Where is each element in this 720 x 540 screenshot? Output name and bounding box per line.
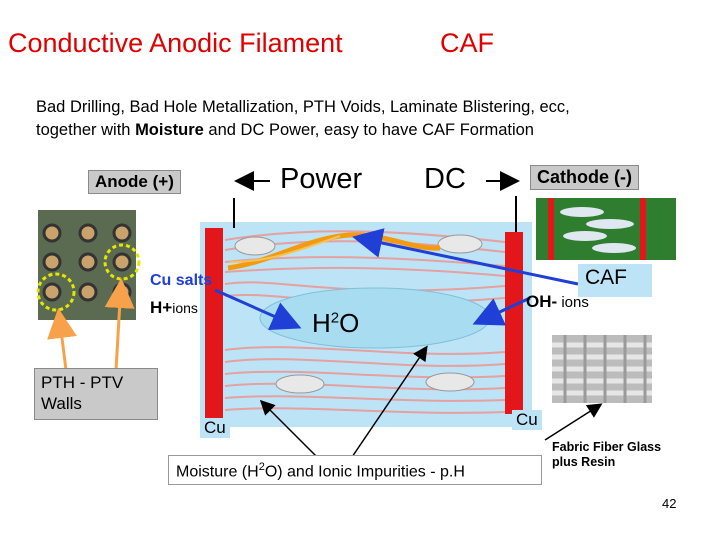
water-label: H2O (312, 308, 359, 339)
via-hole (78, 223, 98, 243)
pth-box (34, 368, 158, 420)
fiber-bundle (437, 234, 483, 254)
water-o: O (339, 308, 360, 338)
moisture-box (168, 455, 542, 485)
page-number: 42 (662, 496, 677, 511)
pth-line1: PTH - PTV (41, 373, 124, 392)
moisture-b: O) and Ionic Impurities - p.H (264, 463, 465, 481)
oh-arrow (472, 296, 531, 326)
moisture-arrow-1 (259, 399, 321, 461)
water-droplet (259, 287, 491, 349)
fabric-arrow (544, 403, 603, 441)
fabric-line2: plus Resin (552, 455, 616, 469)
cathode-label: Cathode (-) (530, 165, 639, 190)
cathode-image (536, 198, 676, 260)
via-hole (78, 282, 98, 302)
moisture-sub: 2 (258, 461, 265, 473)
subtitle-line2-start: together with (36, 121, 136, 139)
caf-filament-tail (229, 235, 341, 263)
caf-arrow (352, 228, 579, 286)
subtitle: Bad Drilling, Bad Hole Metallization, PT… (36, 96, 716, 142)
pth-line2: Walls (41, 394, 82, 413)
moisture-a: Moisture (H (176, 463, 259, 481)
via-hole (42, 252, 62, 272)
oh-ions-text: ions (557, 294, 589, 311)
title-caf: CAF (440, 28, 494, 58)
via-hole (42, 223, 62, 243)
moisture-label: Moisture (H2O) and Ionic Impurities - p.… (176, 461, 465, 481)
cu-left-label: Cu (200, 418, 230, 438)
h-plus: H+ (150, 298, 173, 317)
h-ions-text: ions (172, 300, 198, 316)
caf-label-box (578, 264, 652, 297)
fiber-bundle (275, 374, 325, 394)
moisture-arrow-2 (349, 345, 428, 461)
caf-label: CAF (585, 266, 627, 289)
oh-ions-label: OH- ions (526, 292, 589, 312)
copper-wall-right (505, 232, 523, 414)
via-hole (112, 252, 132, 272)
pth-label: PTH - PTV Walls (41, 372, 123, 414)
power-label: Power (280, 163, 363, 195)
cu-salts-arrow (214, 288, 302, 330)
h-ions-label: H+ions (150, 298, 198, 318)
via-hole (112, 223, 132, 243)
pth-arrow-1 (47, 308, 77, 371)
title-main: Conductive Anodic Filament (8, 28, 343, 58)
subtitle-moisture: Moisture (135, 121, 204, 139)
subtitle-line2: together with Moisture and DC Power, eas… (36, 119, 716, 142)
via-hole (78, 252, 98, 272)
anode-label: Anode (+) (88, 170, 181, 194)
fiber-bundle (425, 372, 475, 392)
water-sub: 2 (330, 309, 340, 327)
fabric-line1: Fabric Fiber Glass (552, 440, 662, 454)
cu-right-label: Cu (512, 410, 542, 430)
highlight-circle (103, 243, 141, 281)
via-hole (42, 282, 62, 302)
pcb-photo (36, 210, 141, 320)
oh-text: OH- (526, 292, 558, 311)
subtitle-line2-end: and DC Power, easy to have CAF Formation (203, 121, 534, 139)
cu-salts-label: Cu salts (150, 272, 213, 289)
dc-label: DC (424, 163, 466, 195)
fabric-label: Fabric Fiber Glass plus Resin (552, 440, 661, 470)
fiber-bundle (234, 236, 276, 256)
subtitle-line1: Bad Drilling, Bad Hole Metallization, PT… (36, 98, 570, 116)
copper-wall-left (205, 228, 223, 420)
fabric-image (552, 335, 652, 403)
water-h: H (312, 308, 331, 338)
pth-arrow-2 (104, 278, 135, 371)
